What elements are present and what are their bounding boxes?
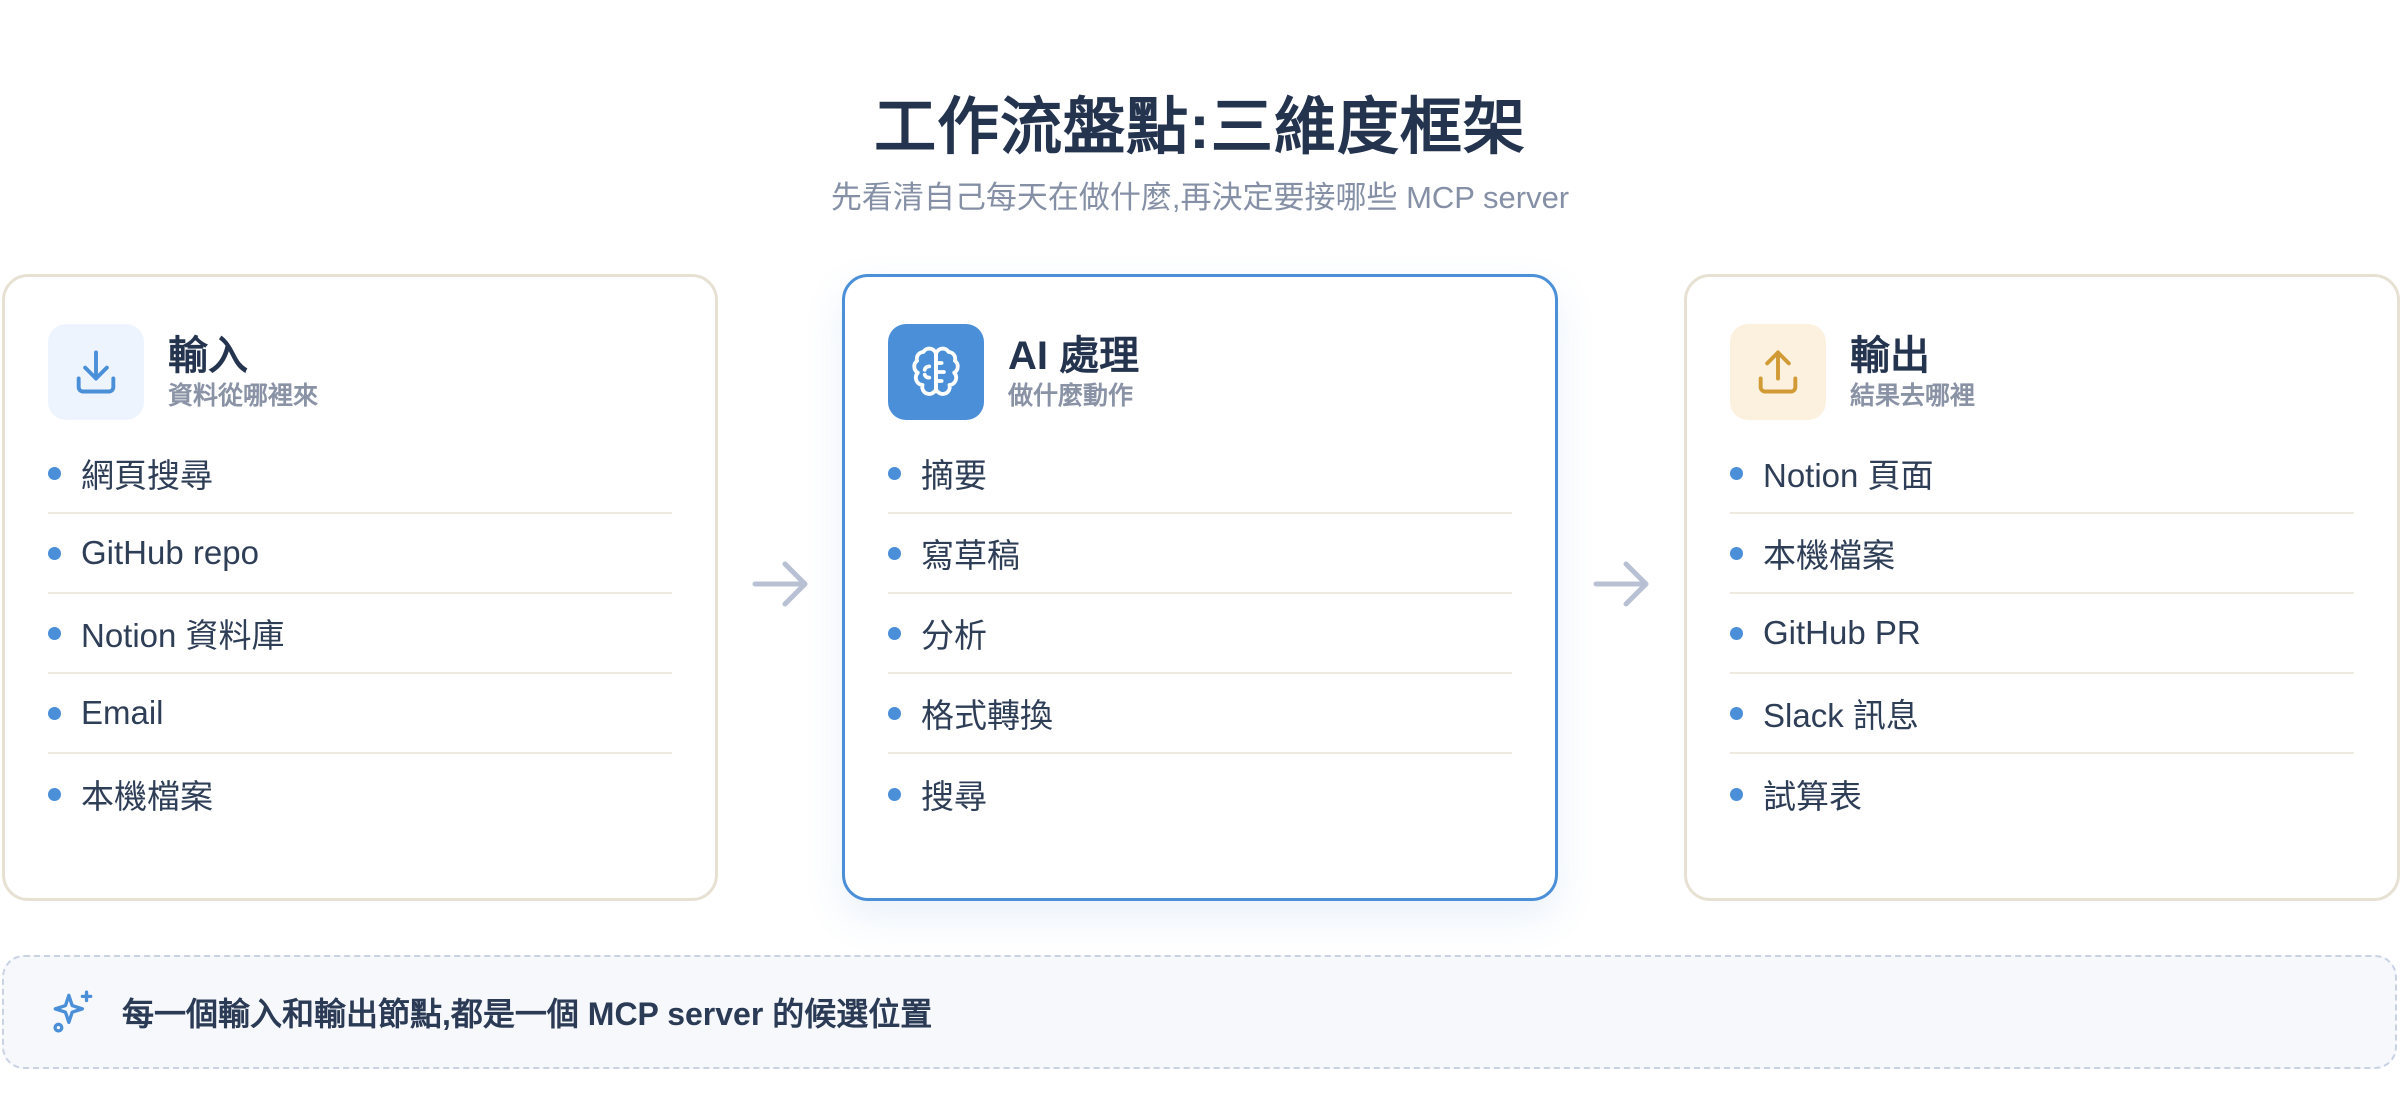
ai-item: 分析	[888, 594, 1512, 674]
ai-item-label: 搜尋	[921, 778, 987, 815]
input-item: GitHub repo	[48, 514, 672, 594]
bullet-dot-icon	[888, 706, 901, 720]
input-item-label: 網頁搜尋	[81, 457, 213, 494]
ai-item: 摘要	[888, 434, 1512, 514]
download-icon	[48, 324, 144, 420]
ai-item-label: 格式轉換	[921, 697, 1053, 734]
bullet-dot-icon	[48, 546, 61, 560]
page-title: 工作流盤點:三維度框架	[874, 93, 1526, 162]
input-item: 網頁搜尋	[48, 434, 672, 514]
input-list: 網頁搜尋 GitHub repo Notion 資料庫 Email 本機檔案	[48, 434, 672, 834]
bullet-dot-icon	[1730, 626, 1743, 640]
bullet-dot-icon	[48, 706, 61, 720]
ai-item: 格式轉換	[888, 674, 1512, 754]
input-item: Notion 資料庫	[48, 594, 672, 674]
input-item-label: 本機檔案	[81, 778, 213, 815]
bullet-dot-icon	[48, 787, 61, 801]
output-item: Slack 訊息	[1730, 674, 2354, 754]
ai-list: 摘要 寫草稿 分析 格式轉換 搜尋	[888, 434, 1512, 834]
output-item: 試算表	[1730, 754, 2354, 834]
ai-processing-card: AI 處理 做什麼動作 摘要 寫草稿 分析 格式轉換 搜尋	[842, 274, 1558, 901]
output-item-label: Notion 頁面	[1763, 457, 1934, 494]
output-card: 輸出 結果去哪裡 Notion 頁面 本機檔案 GitHub PR Slack …	[1684, 274, 2400, 901]
ai-card-header: AI 處理 做什麼動作	[888, 324, 1512, 420]
input-card-title: 輸入	[168, 334, 248, 378]
ai-item-label: 寫草稿	[921, 537, 1020, 574]
output-item: Notion 頁面	[1730, 434, 2354, 514]
bullet-dot-icon	[1730, 466, 1743, 480]
output-item: GitHub PR	[1730, 594, 2354, 674]
output-list: Notion 頁面 本機檔案 GitHub PR Slack 訊息 試算表	[1730, 434, 2354, 834]
bullet-dot-icon	[48, 626, 61, 640]
upload-icon	[1730, 324, 1826, 420]
output-card-header: 輸出 結果去哪裡	[1730, 324, 2354, 420]
bullet-dot-icon	[888, 546, 901, 560]
bullet-dot-icon	[888, 466, 901, 480]
ai-item: 寫草稿	[888, 514, 1512, 594]
page-subtitle: 先看清自己每天在做什麼,再決定要接哪些 MCP server	[830, 180, 1570, 215]
input-card-header: 輸入 資料從哪裡來	[48, 324, 672, 420]
bullet-dot-icon	[48, 466, 61, 480]
ai-card-title: AI 處理	[1008, 334, 1140, 378]
input-item: 本機檔案	[48, 754, 672, 834]
ai-item-label: 分析	[921, 617, 987, 654]
output-card-title: 輸出	[1850, 334, 1930, 378]
ai-item-label: 摘要	[921, 457, 987, 494]
sparkle-icon	[53, 990, 93, 1033]
output-item: 本機檔案	[1730, 514, 2354, 594]
footer-note: 每一個輸入和輸出節點,都是一個 MCP server 的候選位置	[2, 955, 2397, 1069]
footer-note-text: 每一個輸入和輸出節點,都是一個 MCP server 的候選位置	[122, 996, 933, 1032]
output-item-label: Slack 訊息	[1763, 697, 1919, 734]
bullet-dot-icon	[1730, 546, 1743, 560]
ai-item: 搜尋	[888, 754, 1512, 834]
input-item-label: GitHub repo	[81, 534, 259, 571]
arrow-right-icon	[1593, 561, 1649, 607]
bullet-dot-icon	[1730, 787, 1743, 801]
input-item-label: Notion 資料庫	[81, 617, 285, 654]
bullet-dot-icon	[888, 787, 901, 801]
output-item-label: 試算表	[1763, 778, 1862, 815]
bullet-dot-icon	[888, 626, 901, 640]
output-item-label: 本機檔案	[1763, 537, 1895, 574]
arrow-right-icon	[752, 561, 808, 607]
input-card-subtitle: 資料從哪裡來	[168, 382, 319, 410]
input-item-label: Email	[81, 694, 164, 731]
input-card: 輸入 資料從哪裡來 網頁搜尋 GitHub repo Notion 資料庫 Em…	[2, 274, 718, 901]
ai-card-subtitle: 做什麼動作	[1008, 382, 1134, 410]
output-card-subtitle: 結果去哪裡	[1850, 382, 1976, 410]
brain-icon	[888, 324, 984, 420]
input-item: Email	[48, 674, 672, 754]
bullet-dot-icon	[1730, 706, 1743, 720]
output-item-label: GitHub PR	[1763, 614, 1921, 651]
